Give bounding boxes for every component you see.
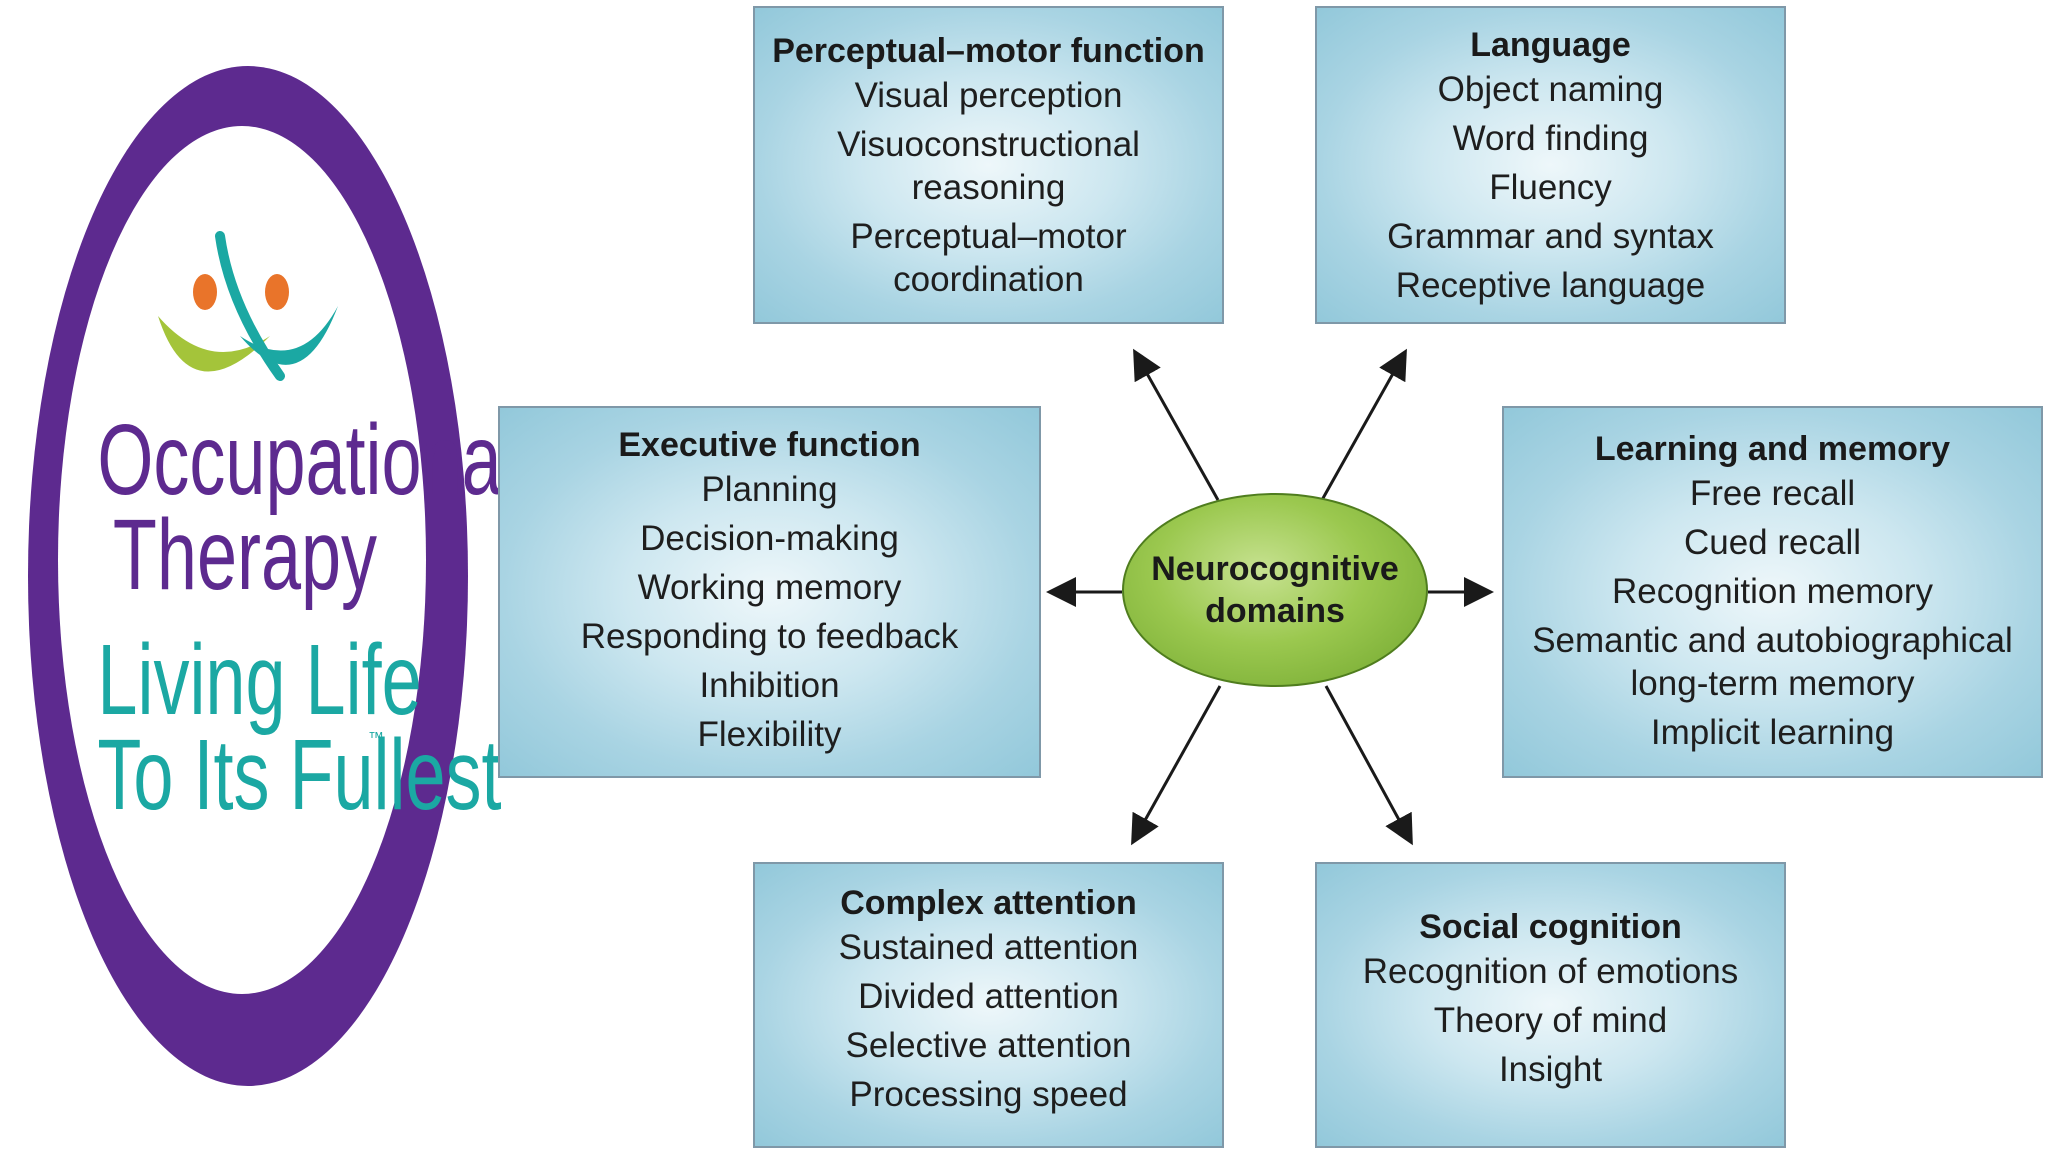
logo-title-line2: Therapy — [112, 499, 378, 611]
item-list: Free recall Cued recall Recognition memo… — [1504, 472, 2041, 754]
box-title: Social cognition — [1419, 908, 1682, 946]
box-title: Learning and memory — [1594, 430, 1951, 468]
list-item: Perceptual–motor — [850, 217, 1127, 256]
list-item: Recognition memory — [1612, 572, 1933, 611]
list-item: Working memory — [637, 568, 902, 607]
list-item: Decision-making — [640, 519, 899, 558]
learning-memory-box: Learning and memory Free recall Cued rec… — [1502, 406, 2043, 778]
list-item: Flexibility — [697, 715, 842, 754]
list-item: Visuoconstructional — [837, 125, 1140, 164]
list-item: Divided attention — [858, 977, 1119, 1016]
list-item: Free recall — [1689, 474, 1856, 513]
box-title: Complex attention — [840, 884, 1137, 922]
item-list: Planning Decision-making Working memory … — [500, 468, 1039, 756]
list-item: Implicit learning — [1650, 713, 1895, 752]
box-title: Language — [1470, 26, 1631, 64]
center-label-line2: domains — [1205, 592, 1345, 630]
language-box: Language Object naming Word finding Flue… — [1315, 6, 1786, 324]
neurocognitive-domains-node: Neurocognitive domains — [1122, 493, 1428, 687]
list-item: Recognition of emotions — [1362, 952, 1739, 991]
perceptual-motor-box: Perceptual–motor function Visual percept… — [753, 6, 1224, 324]
list-item: coordination — [893, 260, 1084, 299]
center-label-line1: Neurocognitive — [1151, 550, 1399, 588]
item-list: Sustained attention Divided attention Se… — [755, 926, 1222, 1116]
item-list: Visual perception Visuoconstructional re… — [755, 74, 1222, 301]
list-item: Semantic and autobiographical — [1532, 621, 2013, 660]
list-item: Selective attention — [845, 1026, 1132, 1065]
box-title: Perceptual–motor function — [772, 32, 1205, 70]
list-item: Inhibition — [699, 666, 840, 705]
list-item: Theory of mind — [1433, 1001, 1668, 1040]
list-item: Planning — [701, 470, 838, 509]
executive-function-box: Executive function Planning Decision-mak… — [498, 406, 1041, 778]
list-item: Grammar and syntax — [1387, 217, 1714, 256]
arrow-to-social — [1324, 685, 1413, 846]
list-item: Word finding — [1452, 119, 1649, 158]
list-item: Fluency — [1489, 168, 1612, 207]
trademark-symbol: ™ — [368, 730, 384, 747]
two-figures-logo-icon — [158, 231, 338, 381]
arrow-to-language — [1320, 348, 1407, 501]
logo-inner-circle — [58, 126, 426, 994]
list-item: Insight — [1498, 1050, 1603, 1089]
list-item: Cued recall — [1683, 523, 1862, 562]
list-item: Object naming — [1437, 70, 1664, 109]
list-item: Processing speed — [849, 1075, 1128, 1114]
box-title: Executive function — [618, 426, 921, 464]
item-list: Object naming Word finding Fluency Gramm… — [1317, 68, 1784, 307]
list-item: Receptive language — [1395, 266, 1706, 305]
arrow-to-perceptual — [1133, 348, 1220, 501]
list-item: Responding to feedback — [580, 617, 959, 656]
list-item: reasoning — [911, 168, 1066, 207]
list-item: Sustained attention — [838, 928, 1139, 967]
list-item: long-term memory — [1630, 664, 1915, 703]
logo-tagline-line1: Living Life — [97, 624, 422, 736]
list-item: Visual perception — [854, 76, 1123, 115]
social-cognition-box: Social cognition Recognition of emotions… — [1315, 862, 1786, 1148]
item-list: Recognition of emotions Theory of mind I… — [1317, 950, 1784, 1091]
arrow-to-attention — [1131, 685, 1222, 846]
complex-attention-box: Complex attention Sustained attention Di… — [753, 862, 1224, 1148]
